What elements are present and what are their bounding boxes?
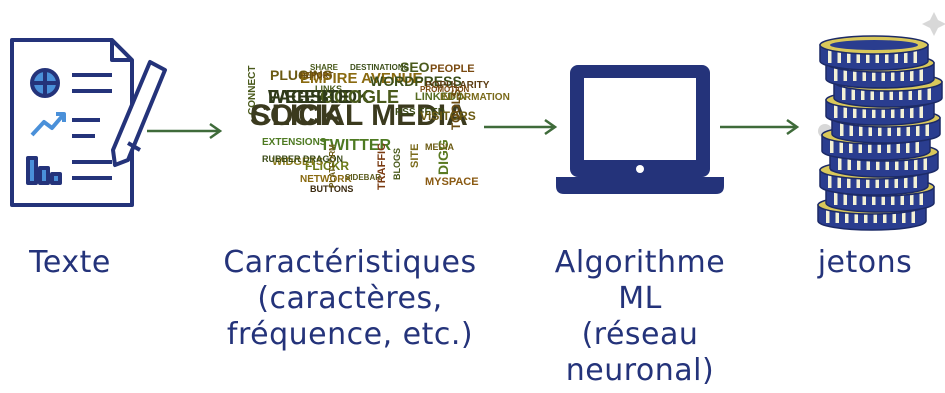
word-cloud-word: DESTINATIONS bbox=[350, 63, 410, 72]
word-cloud-word: PEOPLE bbox=[430, 63, 475, 75]
flow-arrow-2 bbox=[484, 118, 558, 136]
node-label-texte: Texte bbox=[29, 245, 111, 280]
coin-stack-icon bbox=[817, 12, 945, 231]
word-cloud-word: FLICKR bbox=[305, 159, 349, 173]
word-cloud-word: REPORT bbox=[300, 71, 333, 80]
word-cloud-word: SOCIAL MEDIA bbox=[250, 99, 468, 132]
word-cloud-word: PROMOTION bbox=[420, 85, 470, 94]
word-cloud-word: BUTTONS bbox=[310, 184, 353, 194]
word-cloud-word: EMPIRE AVENUE bbox=[300, 70, 423, 87]
node-label-jetons: jetons bbox=[817, 245, 913, 280]
word-cloud-word: FACEBOOK bbox=[268, 87, 370, 107]
word-cloud-word: DIGG bbox=[435, 139, 451, 175]
word-cloud-word: PLATFORM bbox=[328, 144, 337, 188]
word-cloud-word: NETWORK bbox=[300, 174, 352, 185]
word-cloud-word: SITE bbox=[409, 144, 421, 168]
word-cloud-word: MEDIA bbox=[425, 142, 455, 152]
coin bbox=[819, 35, 929, 71]
laptop-icon bbox=[556, 65, 724, 194]
word-cloud-word: WORDPRESS bbox=[370, 73, 462, 89]
document-chart-icon bbox=[10, 38, 167, 207]
word-cloud-word: SEO bbox=[400, 59, 430, 75]
word-cloud-word: GOOGLE bbox=[320, 87, 399, 107]
node-label-algorithme: Algorithme ML (réseau neuronal) bbox=[554, 245, 726, 388]
word-cloud-word: VISITORS bbox=[420, 109, 476, 123]
word-cloud-word: TRAFFIC bbox=[376, 143, 388, 190]
word-cloud-word: TOOLS bbox=[449, 89, 463, 130]
word-cloud-word: BLOGS bbox=[392, 148, 402, 180]
word-cloud-word: SIDEBAR bbox=[345, 173, 381, 182]
word-cloud-word: RSS FEED bbox=[395, 107, 445, 118]
word-cloud-word: POPULARITY bbox=[425, 80, 490, 91]
word-cloud-word: RUBBER DRAGON bbox=[262, 154, 343, 164]
word-cloud-word: WIDGETS bbox=[272, 156, 323, 168]
word-cloud-word: CLICK bbox=[250, 99, 342, 132]
word-cloud-word: INFORMATION bbox=[440, 92, 510, 103]
word-cloud-word: WEBSITE bbox=[268, 87, 350, 107]
word-cloud-word: CONNECT bbox=[247, 66, 258, 115]
word-cloud-word: EXTENSIONS bbox=[262, 137, 327, 148]
word-cloud-word: LINKS bbox=[315, 84, 342, 94]
flow-arrow-1 bbox=[147, 122, 223, 140]
node-label-caracteristiques: Caractéristiques (caractères, fréquence,… bbox=[223, 245, 477, 352]
word-cloud-word: LINKEDIN bbox=[415, 91, 467, 103]
word-cloud-word: PLUGINS bbox=[270, 67, 332, 83]
word-cloud-word: SHARE bbox=[310, 63, 339, 72]
flow-arrow-3 bbox=[720, 118, 800, 136]
word-cloud-word: TWITTER bbox=[320, 137, 392, 154]
word-cloud-word: MYSPACE bbox=[425, 176, 479, 188]
